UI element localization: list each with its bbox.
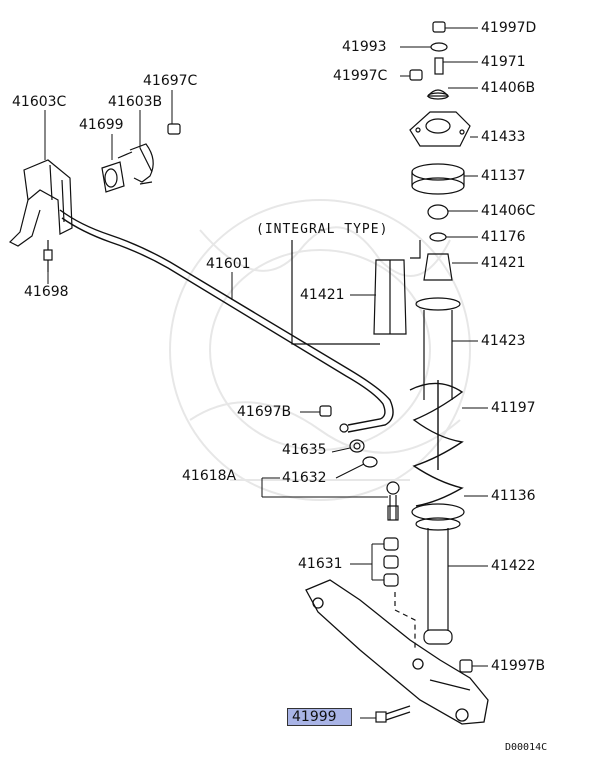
washer-41176	[429, 232, 447, 242]
shock-absorber-41422	[423, 528, 453, 645]
clamp-41603b	[117, 143, 154, 185]
bushing-41406c	[427, 204, 449, 220]
label-41999-highlighted[interactable]: 41999	[287, 708, 352, 726]
label-41631: 41631	[298, 556, 343, 572]
label-41421: 41421	[481, 255, 526, 271]
bolt-41999	[375, 705, 411, 723]
label-41406b: 41406B	[481, 80, 536, 96]
nut-41697c	[167, 123, 181, 135]
washer-41993	[430, 42, 448, 52]
label-41422: 41422	[491, 558, 536, 574]
label-41971: 41971	[481, 54, 526, 70]
label-41993: 41993	[342, 39, 387, 55]
bolt-41698	[43, 240, 53, 272]
nut-41997c	[409, 69, 423, 81]
dust-cover-41423	[415, 297, 461, 400]
label-41697c: 41697C	[143, 73, 198, 89]
label-41997d: 41997D	[481, 20, 537, 36]
label-41423: 41423	[481, 333, 526, 349]
bushings-41631	[383, 537, 399, 587]
label-41421-integral: 41421	[300, 287, 345, 303]
bushing-41635	[349, 439, 365, 453]
bearing-41137	[411, 163, 465, 195]
label-41136: 41136	[491, 488, 536, 504]
nut-41997b	[459, 659, 473, 673]
label-41699: 41699	[79, 117, 124, 133]
bump-stop-41421	[423, 253, 453, 281]
label-41618a: 41618A	[182, 468, 237, 484]
coil-spring-41197	[409, 380, 464, 507]
label-41603b: 41603B	[108, 94, 163, 110]
bracket-41603c	[8, 159, 73, 247]
label-41137: 41137	[481, 168, 526, 184]
ring-41632	[362, 456, 378, 468]
lower-arm	[305, 579, 489, 725]
label-41635: 41635	[282, 442, 327, 458]
leader-lines	[44, 27, 488, 719]
watermark-crest	[169, 199, 471, 501]
label-41601: 41601	[206, 256, 251, 272]
integral-type-caption: (INTEGRAL TYPE)	[256, 222, 389, 237]
spring-seat-41136	[411, 503, 465, 531]
integral-type-bracket	[291, 240, 421, 345]
nut-41697b	[319, 405, 332, 417]
collar-41971	[434, 57, 444, 75]
label-41433: 41433	[481, 129, 526, 145]
dashed-guide	[394, 592, 416, 650]
nut-41997d	[432, 21, 446, 33]
label-41698: 41698	[24, 284, 69, 300]
bushing-41699	[101, 161, 125, 193]
label-41632: 41632	[282, 470, 327, 486]
label-41197: 41197	[491, 400, 536, 416]
label-41697b: 41697B	[237, 404, 292, 420]
mount-41433	[409, 111, 471, 147]
label-41406c: 41406C	[481, 203, 536, 219]
label-41603c: 41603C	[12, 94, 67, 110]
label-41997b: 41997B	[491, 658, 546, 674]
label-41176: 41176	[481, 229, 526, 245]
bushing-41406b	[426, 89, 450, 100]
link-41618a	[386, 481, 400, 521]
stabilizer-bar	[59, 209, 394, 433]
label-41997c: 41997C	[333, 68, 388, 84]
drawing-code: D00014C	[505, 742, 548, 753]
